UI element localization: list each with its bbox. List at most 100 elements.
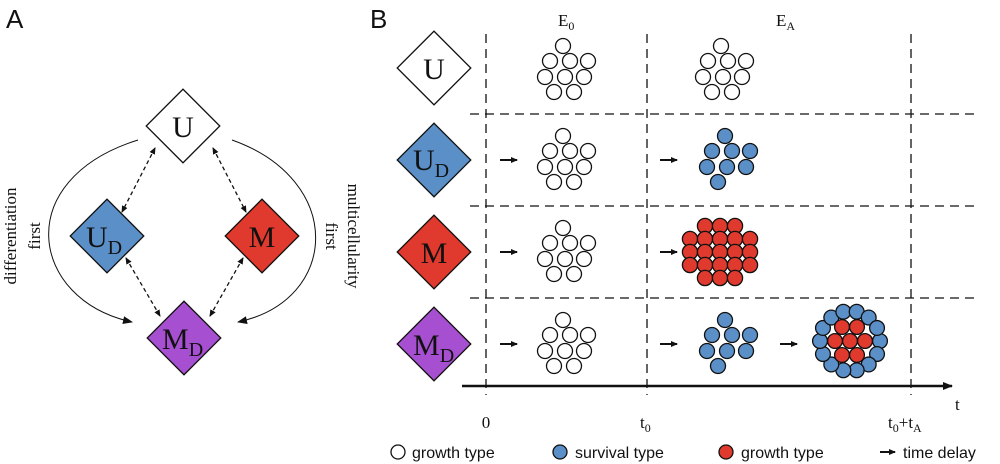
right-path-label-2: first (322, 222, 341, 250)
u-e0-cell (575, 68, 593, 86)
ud-ea-cell (703, 142, 721, 160)
left-path-label-2: first (25, 222, 44, 250)
u-e0-cell (541, 52, 559, 70)
env-label-ea: EA (776, 11, 795, 33)
node-m: M (224, 198, 300, 274)
legend-item-growth-red: growth type (718, 444, 824, 462)
m-e0-cell (579, 234, 597, 252)
u-e0-cell (554, 37, 572, 55)
svg-text:U: U (172, 111, 194, 144)
arrow-u-ud (121, 147, 156, 213)
tick-label-t0-ta: t0+tA (888, 413, 922, 435)
md-late-outer-cell (868, 319, 886, 337)
panel-a: A U UD M MD differentiation first multic… (1, 4, 363, 376)
ud-e0-cell (565, 173, 583, 191)
u-ea-cell (694, 68, 712, 86)
tick-label-t0: t0 (640, 413, 651, 435)
left-curve-arrow (48, 139, 139, 325)
m-e0-cell (536, 250, 554, 268)
env-label-e0: E0 (558, 11, 574, 33)
u-ea-cell (719, 52, 737, 70)
md-e0-cell (541, 326, 559, 344)
svg-text:U: U (423, 53, 445, 86)
u-ea-cell (723, 83, 741, 101)
legend: growth type survival type growth type ti… (390, 444, 976, 462)
arrow-ud-md (125, 257, 161, 317)
ud-e0-cell (561, 142, 579, 160)
md-late-outer-cell (811, 332, 829, 350)
md-late-inner-cell (826, 332, 844, 350)
md-late-inner-cell (833, 346, 851, 364)
md-late-inner-cell (848, 318, 866, 336)
ud-ea-cell (716, 127, 734, 145)
svg-text:survival type: survival type (575, 445, 664, 462)
svg-text:UD: UD (413, 144, 449, 182)
md-late-outer-cell (814, 319, 832, 337)
md-e0-cell (575, 342, 593, 360)
u-ea-cell (714, 68, 732, 86)
node-md: MD (146, 300, 222, 376)
row-label-ud: UD (396, 122, 472, 198)
arrow-u-m (212, 147, 247, 213)
m-e0-cell (575, 250, 593, 268)
md-late-outer-cell (814, 345, 832, 363)
svg-text:MD: MD (162, 323, 203, 361)
md-late-outer-cell (868, 345, 886, 363)
time-axis-label: t (955, 395, 960, 414)
svg-text:MD: MD (413, 329, 454, 367)
u-ea-cell (733, 68, 751, 86)
md-late-outer-cell (835, 303, 852, 320)
ud-ea-cell (741, 142, 759, 160)
arrow-m-md (209, 257, 244, 317)
legend-item-time-delay: time delay (880, 445, 976, 462)
u-e0-cell (545, 83, 563, 101)
tick-label-zero: 0 (482, 413, 491, 432)
ud-ea-cell (709, 173, 727, 191)
m-ea-cell (711, 269, 729, 287)
m-ea-cell (741, 256, 759, 274)
md-ea-cell (718, 342, 736, 360)
ud-ea-cell (737, 158, 755, 176)
svg-text:growth type: growth type (412, 445, 495, 462)
svg-text:M: M (421, 237, 448, 270)
m-e0-cell (561, 234, 579, 252)
right-path-label-1: multicellularity (344, 184, 363, 289)
md-e0-cell (536, 342, 554, 360)
md-late-outer-cell (823, 356, 840, 373)
panel-a-letter: A (6, 4, 24, 34)
m-ea-cell (681, 256, 699, 274)
ud-ea-cell (723, 142, 741, 160)
md-ea-cell (709, 357, 727, 375)
md-e0-cell (556, 342, 574, 360)
m-e0-cell (554, 219, 572, 237)
md-ea-cell (737, 342, 755, 360)
ud-e0-cell (541, 142, 559, 160)
u-ea-cell (699, 52, 717, 70)
md-ea-cell (741, 326, 759, 344)
md-late-inner-cell (841, 332, 859, 350)
ud-e0-cell (545, 173, 563, 191)
md-late-inner-cell (848, 346, 866, 364)
left-path-label-1: differentiation (1, 187, 20, 284)
m-ea-cell (696, 269, 714, 287)
ud-e0-cell (554, 127, 572, 145)
md-e0-cell (545, 357, 563, 375)
md-late-outer-cell (860, 309, 877, 326)
ud-ea-cell (718, 158, 736, 176)
ud-e0-cell (556, 158, 574, 176)
ud-ea-cell (698, 158, 716, 176)
u-ea-cell (712, 37, 730, 55)
md-late-inner-cell (833, 318, 851, 336)
svg-text:M: M (249, 221, 276, 254)
md-ea-cell (723, 326, 741, 344)
u-e0-cell (556, 68, 574, 86)
ud-e0-cell (575, 158, 593, 176)
md-late-outer-cell (871, 332, 889, 350)
md-e0-cell (561, 326, 579, 344)
md-late-inner-cell (856, 332, 874, 350)
m-ea-cell (726, 269, 744, 287)
node-ud: UD (69, 198, 145, 274)
legend-item-survival: survival type (552, 444, 664, 462)
svg-text:growth type: growth type (741, 445, 824, 462)
